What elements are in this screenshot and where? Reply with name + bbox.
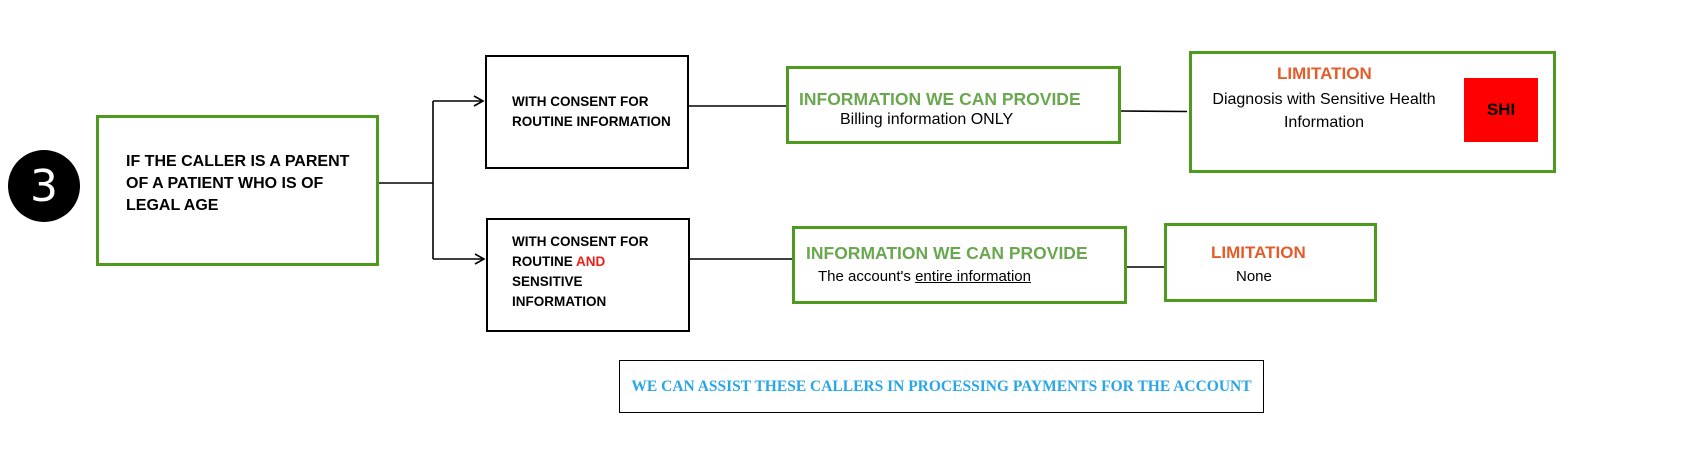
shi-badge: SHI xyxy=(1464,78,1538,142)
routine-consent-box xyxy=(485,55,689,169)
sensitive-consent-box xyxy=(486,218,690,332)
sensitive-limitation-heading: LIMITATION xyxy=(1211,243,1306,262)
routine-limitation-body: Diagnosis with Sensitive Health Informat… xyxy=(1212,91,1436,131)
routine-info-body: Billing information ONLY xyxy=(840,111,1014,128)
routine-info-to-limit-line xyxy=(1119,110,1188,113)
routine-limitation-heading: LIMITATION xyxy=(1277,64,1372,83)
sensitive-consent-text: WITH CONSENT FOR ROUTINE AND SENSITIVE I… xyxy=(512,234,649,309)
and-emphasis: AND xyxy=(576,254,606,269)
routine-consent-text: WITH CONSENT FOR ROUTINE INFORMATION xyxy=(512,94,671,129)
shi-badge-label: SHI xyxy=(1486,100,1516,119)
entire-information-underlined: entire information xyxy=(915,268,1031,285)
payment-assistance-text: WE CAN ASSIST THESE CALLERS IN PROCESSIN… xyxy=(631,377,1252,395)
caller-condition-text: IF THE CALLER IS A PARENT OF A PATIENT W… xyxy=(126,153,350,214)
routine-info-box xyxy=(786,66,1121,144)
sensitive-info-body: The account's entire information xyxy=(818,268,1031,285)
sensitive-limitation-box xyxy=(1164,223,1377,302)
routine-info-heading: INFORMATION WE CAN PROVIDE xyxy=(799,89,1081,109)
step-number: 3 xyxy=(30,160,58,212)
step-number-badge: 3 xyxy=(8,150,80,222)
sensitive-info-box xyxy=(792,226,1127,304)
payment-assistance-note: WE CAN ASSIST THESE CALLERS IN PROCESSIN… xyxy=(619,360,1264,413)
sensitive-limitation-body: None xyxy=(1236,268,1272,285)
sensitive-info-heading: INFORMATION WE CAN PROVIDE xyxy=(806,243,1088,263)
caller-condition-box xyxy=(96,115,379,266)
